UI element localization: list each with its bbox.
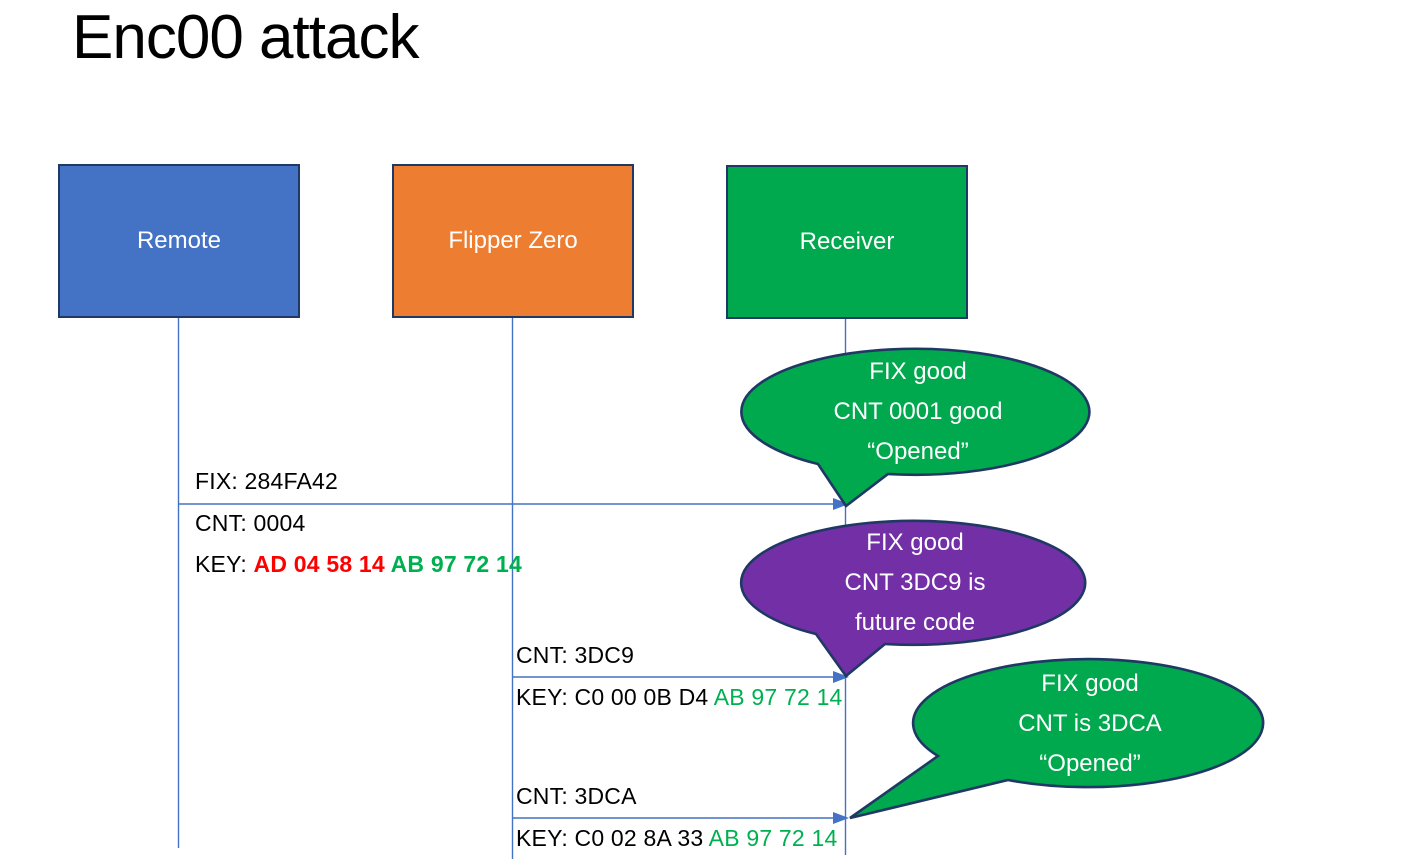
bubble3-line1: FIX good	[1041, 670, 1139, 697]
message3-key-prefix: KEY: C0 02 8A 33	[516, 825, 709, 851]
speech-bubble-3-shape	[849, 657, 1265, 820]
bubble3-line2: CNT is 3DCA	[1018, 710, 1162, 737]
bubble1-line1: FIX good	[869, 358, 967, 385]
message1-key-green-segment: AB 97 72 14	[390, 551, 522, 577]
message-arrow-1-head	[833, 498, 849, 510]
actor-label-remote: Remote	[136, 227, 222, 254]
speech-bubble-1-shape	[740, 347, 1091, 508]
message3-key-label: KEY: C0 02 8A 33 AB 97 72 14	[516, 825, 837, 851]
speech-bubble-3-text: FIX good CNT is 3DCA “Opened”	[915, 664, 1265, 784]
bubble1-line2: CNT 0001 good	[833, 398, 1003, 425]
actor-box-remote: Remote	[58, 164, 300, 318]
message3-key-green-segment: AB 97 72 14	[708, 825, 838, 851]
message1-key-red-segment: AD 04 58 14	[253, 551, 391, 577]
message1-key-prefix: KEY:	[195, 551, 254, 577]
actor-box-flipper-zero: Flipper Zero	[392, 164, 634, 318]
message1-fix-label: FIX: 284FA42	[195, 468, 339, 494]
message2-key-prefix: KEY: C0 00 0B D4	[516, 684, 714, 710]
bubble2-line1: FIX good	[866, 529, 964, 556]
speech-bubble-1-text: FIX good CNT 0001 good “Opened”	[744, 352, 1092, 472]
speech-bubble-2-shape	[739, 519, 1087, 678]
bubble2-line3: future code	[854, 609, 976, 636]
message3-cnt-label: CNT: 3DCA	[516, 783, 637, 809]
slide-title: Enc00 attack	[72, 3, 419, 72]
actor-label-receiver: Receiver	[799, 228, 895, 255]
message2-cnt-label: CNT: 3DC9	[516, 642, 635, 668]
message-arrow-2-head	[833, 671, 849, 683]
actor-label-flipper-zero: Flipper Zero	[448, 227, 578, 254]
message1-cnt-label: CNT: 0004	[195, 510, 306, 536]
actor-box-receiver: Receiver	[726, 165, 968, 319]
bubble3-line3: “Opened”	[1039, 750, 1141, 777]
speech-bubble-2-text: FIX good CNT 3DC9 is future code	[743, 523, 1087, 643]
message1-key-label: KEY: AD 04 58 14 AB 97 72 14	[195, 551, 522, 577]
bubble1-line3: “Opened”	[867, 438, 969, 465]
bubble2-line2: CNT 3DC9 is	[844, 569, 986, 596]
message-arrow-3-head	[833, 812, 849, 824]
message2-key-label: KEY: C0 00 0B D4 AB 97 72 14	[516, 684, 843, 710]
message2-key-green-segment: AB 97 72 14	[713, 684, 843, 710]
